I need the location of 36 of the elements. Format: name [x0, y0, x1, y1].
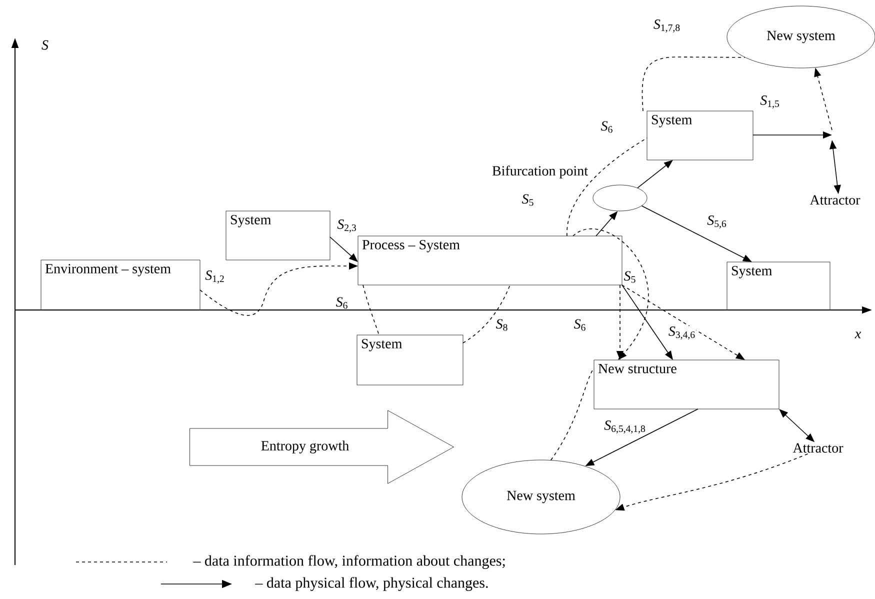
process-box: Process – System [358, 236, 622, 286]
dashed-line [362, 284, 380, 336]
process-box: New structure [594, 360, 780, 410]
dashed-line [642, 56, 746, 112]
variable-label: S$_{1,2}$ [205, 270, 224, 284]
edge-label: S$_{6,5,4,1,8}$ [604, 420, 646, 434]
dashed-line [462, 284, 510, 344]
node-caption: Bifurcation point [492, 166, 588, 178]
axis-label: S [42, 40, 48, 50]
variable-label: S$_{6}$ [574, 319, 586, 331]
process-box: System [356, 334, 464, 386]
edge-label: S$_{1,5}$ [760, 95, 780, 109]
ellipse-node: New system [462, 460, 620, 534]
legend-text: – data physical flow, physical changes. [255, 577, 488, 591]
arrow [637, 160, 673, 188]
variable-label: S$_{6}$ [336, 297, 348, 309]
bifurcation-ellipse [592, 184, 648, 212]
node-label: Attractor [810, 195, 860, 205]
variable-label: S$_{6}$ [600, 121, 612, 133]
variable-label: S$_{5}$ [624, 271, 636, 283]
variable-label: S$_{5}$ [522, 194, 534, 206]
edge-label: S$_{5,6}$ [706, 215, 728, 229]
process-box: System [226, 210, 330, 260]
edge-label: S$_{3,4,6}$ [668, 326, 696, 340]
node-label: Attractor [792, 443, 844, 453]
edge-label: S$_{2,3}$ [336, 219, 358, 233]
process-box: Environment – system [40, 260, 200, 310]
arrow [330, 236, 358, 262]
variable-label: S$_{1,7,8}$ [654, 20, 680, 32]
axis-label: x [854, 332, 861, 338]
process-box: System [726, 262, 830, 310]
dashed-line [550, 368, 594, 460]
process-box: System [646, 110, 754, 160]
dashed-line [566, 138, 648, 236]
variable-label: S$_{8}$ [496, 319, 508, 331]
legend-text: – data information flow, information about changes; [193, 555, 505, 569]
